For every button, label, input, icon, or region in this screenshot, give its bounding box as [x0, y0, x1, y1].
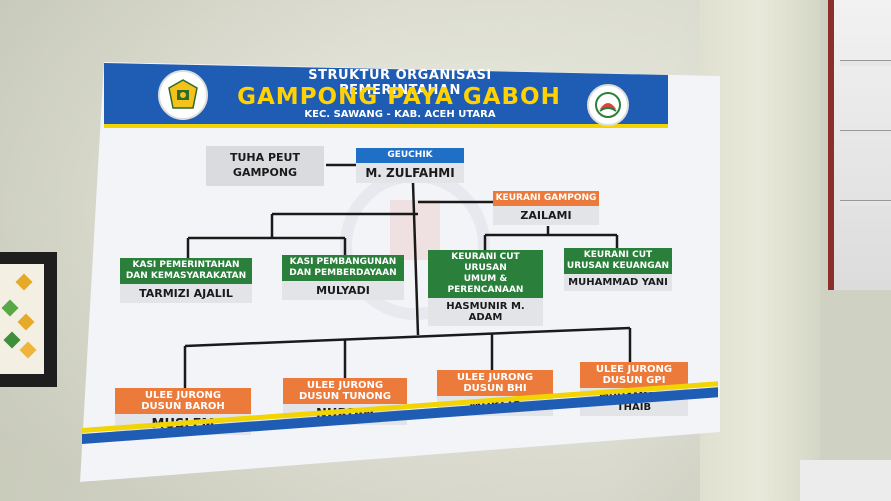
- geuchik-name: M. ZULFAHMI: [356, 163, 464, 183]
- tuha-peut-box: TUHA PEUT GAMPONG: [206, 146, 324, 186]
- ulee-jurong-title-line2: DUSUN BHI: [463, 383, 527, 394]
- wall-pillar: [700, 0, 820, 501]
- window-frame: [828, 0, 891, 290]
- ulee-jurong-title: ULEE JURONG DUSUN BHI: [437, 370, 553, 396]
- keurani-cut-title-line2: URUSAN KEUANGAN: [566, 261, 670, 271]
- kasi-name: TARMIZI AJALIL: [120, 284, 252, 303]
- keurani-cut-title-line1: KEURANI CUT URUSAN: [451, 252, 520, 273]
- banner-yellow-stripe: [104, 124, 668, 128]
- ulee-jurong-title: ULEE JURONG DUSUN GPI: [580, 362, 688, 388]
- tuha-peut-line1: TUHA PEUT: [230, 151, 300, 164]
- board-title-main: GAMPONG PAYA GABOH: [237, 84, 561, 110]
- kasi-box: KASI PEMERINTAHAN DAN KEMASYARAKATAN TAR…: [120, 258, 252, 303]
- keurani-cut-name: MUHAMMAD YANI: [564, 274, 672, 291]
- window-bar: [840, 200, 891, 206]
- aceh-utara-emblem-icon: [158, 70, 208, 120]
- keurani-cut-box: KEURANI CUT URUSAN UMUM & PERENCANAAN HA…: [428, 250, 543, 326]
- kasi-name: MULYADI: [282, 281, 404, 300]
- kasi-title-line2: DAN KEMASYARAKATAN: [125, 271, 247, 281]
- keurani-cut-name: HASMUNIR M. ADAM: [428, 298, 543, 326]
- keurani-cut-box: KEURANI CUT URUSAN KEUANGAN MUHAMMAD YAN…: [564, 248, 672, 291]
- ulee-jurong-title-line2: DUSUN GPI: [602, 375, 666, 386]
- kasi-box: KASI PEMBANGUNAN DAN PEMBERDAYAAN MULYAD…: [282, 255, 404, 300]
- floor-step: [800, 460, 891, 501]
- kasi-title: KASI PEMERINTAHAN DAN KEMASYARAKATAN: [120, 258, 252, 284]
- tuha-peut-line2: GAMPONG: [232, 166, 298, 179]
- ulee-jurong-title-line2: DUSUN TUNONG: [299, 391, 391, 402]
- keurani-cut-title: KEURANI CUT URUSAN KEUANGAN: [564, 248, 672, 274]
- ulee-jurong-title-line1: ULEE JURONG: [456, 372, 534, 383]
- ulee-jurong-title-line1: ULEE JURONG: [144, 390, 222, 401]
- keurani-gampong-title: KEURANI GAMPONG: [493, 191, 599, 206]
- kasi-title-line1: KASI PEMBANGUNAN: [289, 257, 397, 267]
- geuchik-box: GEUCHIK M. ZULFAHMI: [356, 148, 464, 183]
- kasi-title: KASI PEMBANGUNAN DAN PEMBERDAYAAN: [282, 255, 404, 281]
- board-title-location: KEC. SAWANG - KAB. ACEH UTARA: [304, 109, 496, 120]
- keurani-cut-title-line1: KEURANI CUT: [583, 250, 653, 260]
- ulee-jurong-title: ULEE JURONG DUSUN TUNONG: [283, 378, 407, 404]
- keurani-gampong-box: KEURANI GAMPONG ZAILAMI: [493, 191, 599, 225]
- ulee-jurong-title-line2: DUSUN BAROH: [141, 401, 225, 412]
- keurani-gampong-name: ZAILAMI: [493, 206, 599, 225]
- window-bar: [840, 130, 891, 136]
- side-picture: [0, 264, 44, 374]
- ulee-jurong-title: ULEE JURONG DUSUN BAROH: [115, 388, 251, 414]
- keurani-cut-title-line2: UMUM & PERENCANAAN: [447, 274, 524, 295]
- ulee-jurong-title-line1: ULEE JURONG: [595, 364, 673, 375]
- geuchik-title: GEUCHIK: [356, 148, 464, 163]
- ulee-jurong-title-line1: ULEE JURONG: [306, 380, 384, 391]
- window-bar: [840, 60, 891, 66]
- keurani-cut-title: KEURANI CUT URUSAN UMUM & PERENCANAAN: [428, 250, 543, 298]
- village-logo-icon: [587, 84, 629, 126]
- board-title-line1: STRUKTUR ORGANISASI PEMERINTAHAN: [308, 68, 492, 98]
- kasi-title-line2: DAN PEMBERDAYAAN: [289, 268, 397, 278]
- kasi-title-line1: KASI PEMERINTAHAN: [132, 260, 240, 270]
